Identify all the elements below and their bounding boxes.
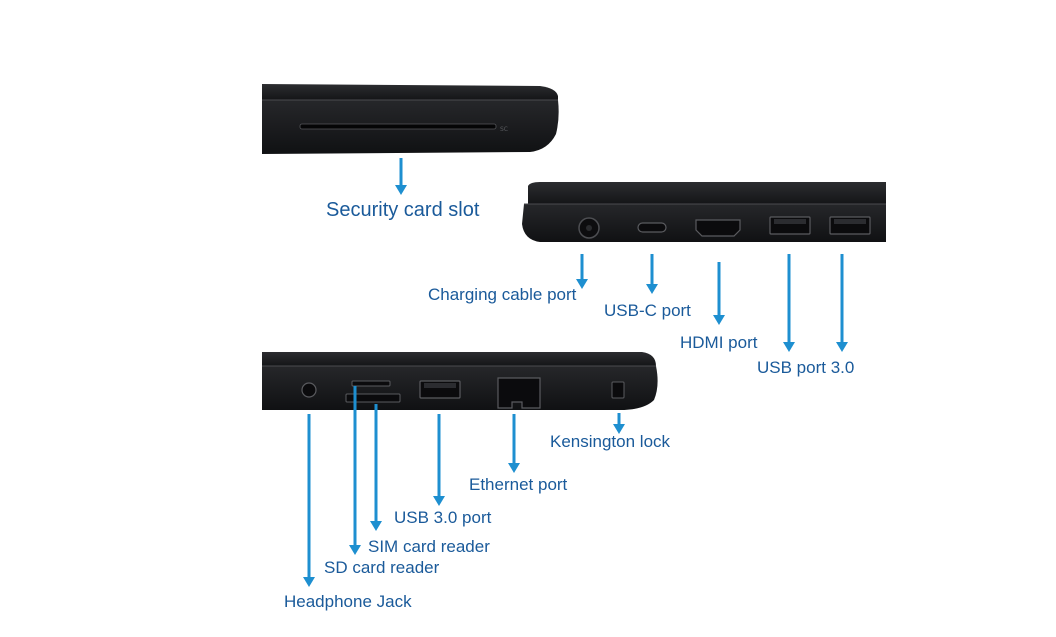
svg-text:SC: SC xyxy=(500,126,508,133)
label-sim-card-reader: SIM card reader xyxy=(368,537,490,556)
label-charging-cable-port: Charging cable port xyxy=(428,285,577,304)
arrow-usb-port-3-left xyxy=(783,254,795,352)
label-usb-port-3: USB port 3.0 xyxy=(757,358,855,377)
arrow-sim-card-reader xyxy=(370,404,382,531)
sim-card-slot-shape xyxy=(345,393,401,403)
label-security-card-slot: Security card slot xyxy=(326,199,480,221)
kensington-lock-shape xyxy=(611,381,625,399)
arrow-usb-port-3-right xyxy=(836,254,848,352)
arrow-headphone-jack xyxy=(303,414,315,587)
arrow-kensington-lock xyxy=(613,413,625,434)
arrow-charging-cable-port xyxy=(576,254,588,289)
security-card-slot-opening xyxy=(299,123,497,130)
laptop-front-view: SC xyxy=(262,84,559,154)
sd-card-slot-shape xyxy=(351,380,391,387)
arrows-group xyxy=(303,158,848,587)
arrow-usb-30-port xyxy=(433,414,445,506)
label-sd-card-reader: SD card reader xyxy=(324,558,440,577)
label-usb-c-port: USB-C port xyxy=(604,301,691,320)
label-headphone-jack: Headphone Jack xyxy=(284,592,412,611)
label-ethernet-port: Ethernet port xyxy=(469,475,568,494)
arrow-usb-c-port xyxy=(646,254,658,294)
hdmi-port-shape xyxy=(695,219,741,237)
arrow-ethernet-port xyxy=(508,414,520,473)
label-kensington-lock: Kensington lock xyxy=(550,432,671,451)
laptop-right-view xyxy=(522,182,886,242)
ethernet-port-shape xyxy=(497,377,541,409)
arrow-hdmi-port xyxy=(713,262,725,325)
laptop-left-view xyxy=(262,352,658,410)
label-hdmi-port: HDMI port xyxy=(680,333,758,352)
arrow-security-card-slot xyxy=(395,158,407,195)
headphone-jack-shape xyxy=(301,382,317,398)
arrow-sd-card-reader xyxy=(349,386,361,555)
usb-c-port-shape xyxy=(637,222,667,233)
label-usb-30-port: USB 3.0 port xyxy=(394,508,492,527)
